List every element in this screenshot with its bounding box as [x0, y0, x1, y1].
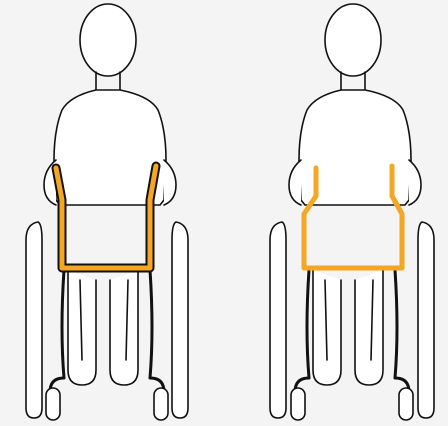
- left-wheel-rear-left: [26, 222, 42, 418]
- right-head: [325, 4, 381, 76]
- right-wheel-rear-left: [270, 222, 286, 418]
- right-arm-right: [409, 160, 421, 205]
- right-frame-right: [395, 270, 409, 392]
- left-wheel-rear-right: [172, 222, 188, 418]
- figure-right: [270, 4, 434, 420]
- right-frame-left: [295, 270, 309, 392]
- left-head: [80, 4, 136, 76]
- left-frame-left: [50, 270, 64, 392]
- left-arm-right: [164, 160, 176, 205]
- right-caster-right: [399, 388, 413, 420]
- right-caster-left: [291, 388, 305, 420]
- left-frame-right: [150, 270, 164, 392]
- figure-left: [26, 4, 188, 420]
- left-caster-left: [46, 388, 60, 420]
- right-wheel-rear-right: [418, 222, 434, 418]
- right-arm-left: [289, 160, 301, 205]
- left-caster-right: [154, 388, 168, 420]
